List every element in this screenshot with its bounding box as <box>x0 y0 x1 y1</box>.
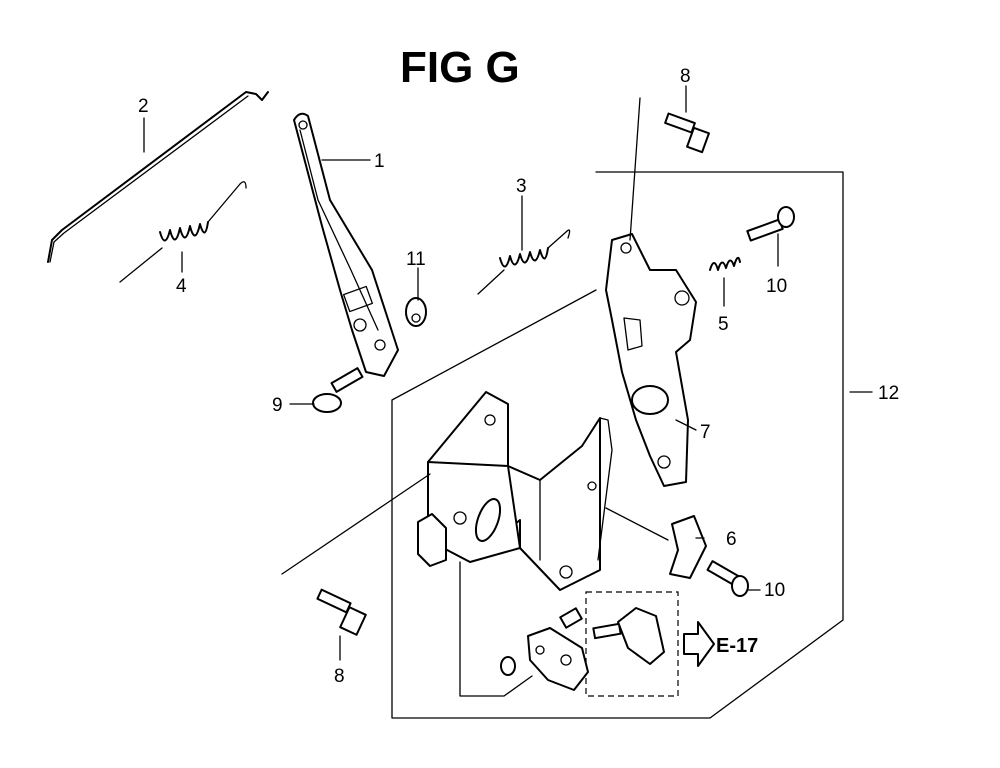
callout-10-top: 10 <box>766 276 787 297</box>
part-rod <box>47 91 269 263</box>
part-nut <box>405 297 427 327</box>
callout-6: 6 <box>726 529 737 550</box>
reference-label: E-17 <box>716 635 758 657</box>
part-clip <box>669 515 707 579</box>
part-screw-9 <box>312 367 364 413</box>
callout-11: 11 <box>406 249 426 270</box>
callout-2: 2 <box>138 96 149 117</box>
part-spring-5 <box>709 256 741 271</box>
part-screw-10-top <box>746 206 795 242</box>
part-bracket <box>417 391 613 591</box>
reference-arrow <box>683 621 715 667</box>
part-screw-10-bottom <box>706 560 749 597</box>
part-lever <box>293 112 399 377</box>
part-bolt-8-bottom <box>316 588 367 636</box>
part-bolt-8-top <box>664 112 710 154</box>
callout-1: 1 <box>374 151 385 172</box>
callout-12: 12 <box>878 383 899 404</box>
callout-8-bottom: 8 <box>334 666 345 687</box>
callout-4: 4 <box>176 276 187 297</box>
part-spring-4 <box>119 181 247 283</box>
assembly-outline <box>391 171 844 719</box>
callout-8-top: 8 <box>680 66 691 87</box>
part-spring-3 <box>477 229 571 295</box>
part-washer <box>500 656 516 676</box>
subassembly-box <box>585 591 679 697</box>
callout-10-bottom: 10 <box>764 580 785 601</box>
part-plate <box>605 233 697 487</box>
part-cam <box>527 627 589 691</box>
callout-9: 9 <box>272 395 283 416</box>
leader-lines <box>143 85 873 697</box>
figure-title: FIG G <box>400 43 520 92</box>
callout-7: 7 <box>700 422 711 443</box>
callout-3: 3 <box>516 176 527 197</box>
part-switch <box>559 607 665 665</box>
callout-5: 5 <box>718 314 729 335</box>
